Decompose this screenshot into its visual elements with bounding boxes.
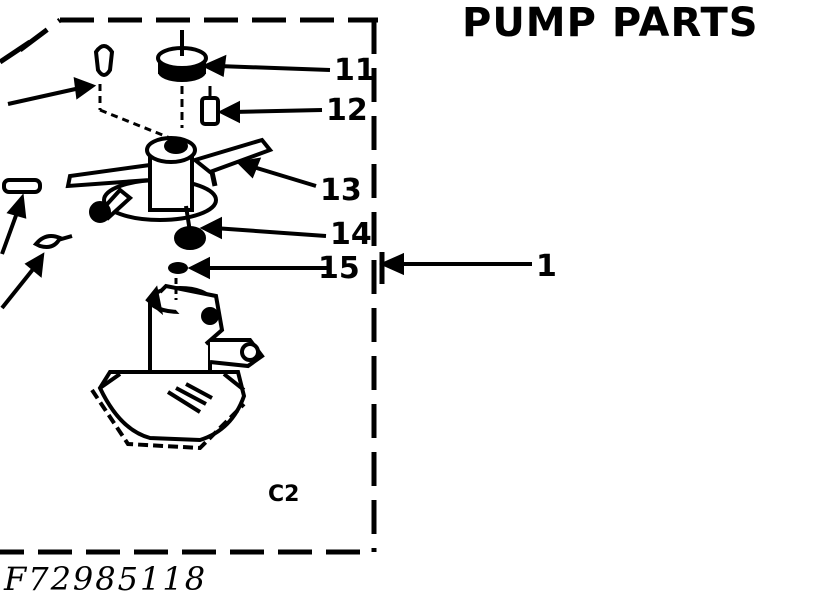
pin	[93, 44, 171, 140]
assembly-boundary	[0, 17, 378, 555]
callout-12: 12	[326, 93, 368, 128]
part-15-washer	[168, 262, 188, 274]
part-12-insert	[200, 86, 220, 126]
callout-11: 11	[334, 53, 376, 88]
callout-13: 13	[320, 173, 362, 208]
callout-1: 1	[536, 249, 557, 284]
leader-lines	[0, 54, 532, 310]
section-code: C2	[268, 482, 300, 507]
callout-15: 15	[318, 251, 360, 286]
page-title: PUMP PARTS	[462, 0, 759, 46]
figure-code: F72985118	[4, 560, 208, 598]
part-11-cap	[156, 30, 208, 128]
boundary-left-stub	[0, 39, 32, 65]
left-small-parts	[2, 178, 73, 249]
agitator-body	[65, 136, 274, 250]
callout-14: 14	[330, 217, 372, 252]
pump-housing	[90, 278, 265, 451]
